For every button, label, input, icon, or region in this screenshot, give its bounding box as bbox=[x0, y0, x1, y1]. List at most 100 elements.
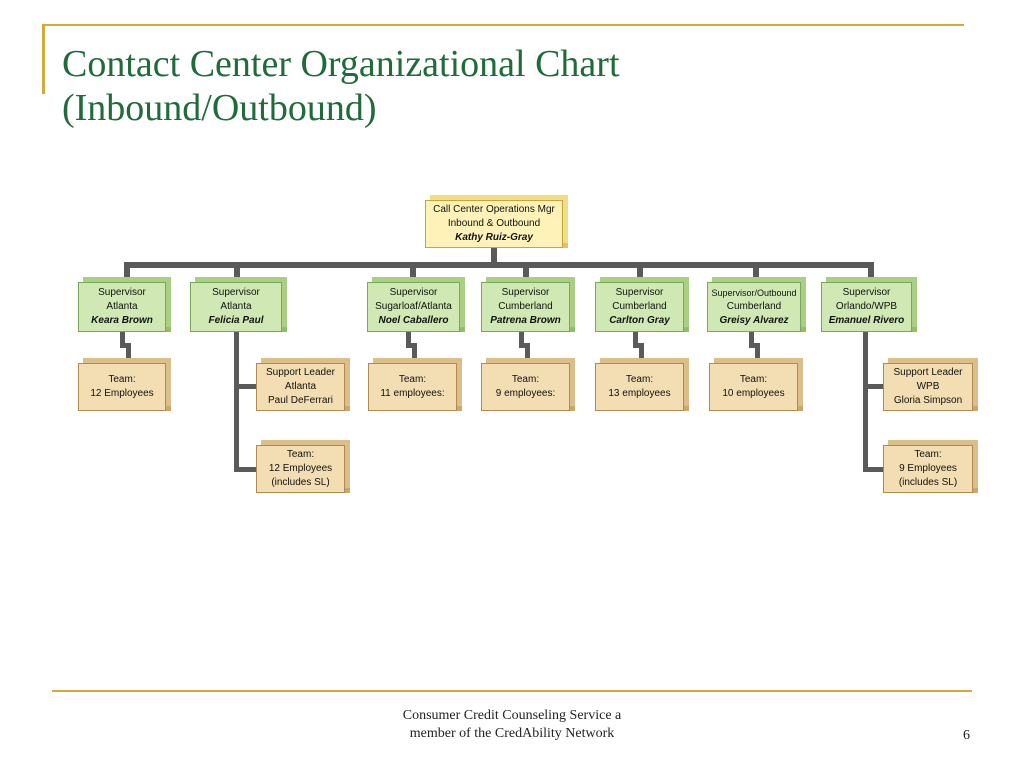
connector-branch-right-vertical bbox=[863, 332, 868, 472]
support-leader-box: Support Leader Atlanta Paul DeFerrari bbox=[256, 363, 345, 411]
sub-team-note: (includes SL) bbox=[898, 477, 958, 488]
slide-title: Contact Center Organizational Chart (Inb… bbox=[62, 42, 962, 130]
sub-team-box: Team: 9 Employees (includes SL) bbox=[883, 445, 973, 493]
support-leader-box: Support Leader WPB Gloria Simpson bbox=[883, 363, 973, 411]
supervisor-name: Noel Caballero bbox=[378, 315, 449, 326]
connector-branch-left-sl bbox=[234, 384, 256, 389]
connector-drop-3 bbox=[410, 262, 416, 282]
supervisor-name: Greisy Alvarez bbox=[719, 315, 789, 326]
team-box: Team: 9 employees: bbox=[481, 363, 570, 411]
connector-team-6b bbox=[749, 343, 760, 348]
team-label: Team: bbox=[108, 374, 136, 385]
connector-team-1b bbox=[120, 343, 131, 348]
manager-scope: Inbound & Outbound bbox=[447, 218, 541, 229]
supervisor-box: Supervisor Orlando/WPB Emanuel Rivero bbox=[821, 282, 912, 332]
team-label: Team: bbox=[625, 374, 654, 385]
supervisor-box: Supervisor Atlanta Felicia Paul bbox=[190, 282, 282, 332]
support-leader-name: Paul DeFerrari bbox=[267, 395, 334, 406]
supervisor-name: Patrena Brown bbox=[490, 315, 561, 326]
connector-team-1c bbox=[126, 343, 131, 363]
connector-drop-1 bbox=[124, 262, 130, 282]
left-accent-line bbox=[42, 24, 45, 94]
team-size: 11 employees: bbox=[380, 388, 445, 399]
footer-line-2: member of the CredAbility Network bbox=[409, 726, 615, 741]
supervisor-location: Cumberland bbox=[612, 301, 667, 312]
team-size: 9 employees: bbox=[495, 388, 556, 399]
supervisor-role: Supervisor bbox=[615, 287, 664, 298]
support-leader-location: WPB bbox=[916, 381, 940, 392]
footer-divider bbox=[52, 690, 972, 692]
supervisor-box: Supervisor Cumberland Carlton Gray bbox=[595, 282, 684, 332]
slide-title-line-2: (Inbound/Outbound) bbox=[62, 87, 377, 129]
support-leader-name: Gloria Simpson bbox=[893, 395, 963, 406]
team-size: 13 employees bbox=[608, 388, 671, 399]
supervisor-box: Supervisor Atlanta Keara Brown bbox=[78, 282, 166, 332]
connector-team-5b bbox=[633, 343, 644, 348]
connector-team-6a bbox=[749, 332, 754, 346]
supervisor-role: Supervisor bbox=[98, 287, 146, 298]
team-size: 12 Employees bbox=[90, 388, 154, 399]
supervisor-role: Supervisor bbox=[389, 287, 438, 298]
connector-team-4c bbox=[525, 343, 530, 363]
page-number: 6 bbox=[963, 728, 970, 743]
support-leader-role: Support Leader bbox=[893, 367, 963, 378]
support-leader-role: Support Leader bbox=[266, 367, 335, 378]
team-size: 10 employees bbox=[722, 388, 785, 399]
sub-team-label: Team: bbox=[914, 449, 942, 460]
connector-branch-right-sl bbox=[863, 384, 883, 389]
sub-team-label: Team: bbox=[286, 449, 315, 460]
connector-manager-down bbox=[491, 248, 497, 267]
supervisor-location: Atlanta bbox=[220, 301, 252, 312]
connector-drop-2 bbox=[234, 262, 240, 282]
supervisor-role: Supervisor bbox=[501, 287, 550, 298]
supervisor-location: Cumberland bbox=[726, 301, 782, 312]
supervisor-location: Cumberland bbox=[498, 301, 553, 312]
connector-drop-5 bbox=[637, 262, 643, 282]
footer-line-1: Consumer Credit Counseling Service a bbox=[402, 708, 622, 723]
top-accent-line bbox=[42, 24, 964, 26]
supervisor-box: Supervisor Cumberland Patrena Brown bbox=[481, 282, 570, 332]
connector-team-4b bbox=[519, 343, 530, 348]
support-leader-location: Atlanta bbox=[284, 381, 317, 392]
connector-branch-right-team bbox=[863, 467, 883, 472]
sub-team-size: 9 Employees bbox=[899, 463, 957, 474]
supervisor-box: Supervisor/Outbound Cumberland Greisy Al… bbox=[707, 282, 801, 332]
sub-team-size: 12 Employees bbox=[268, 463, 333, 474]
supervisor-name: Emanuel Rivero bbox=[828, 315, 905, 326]
supervisor-name: Felicia Paul bbox=[208, 315, 264, 326]
slide-title-line-1: Contact Center Organizational Chart bbox=[62, 43, 620, 85]
team-box: Team: 10 employees bbox=[709, 363, 798, 411]
team-label: Team: bbox=[511, 374, 540, 385]
team-label: Team: bbox=[739, 374, 768, 385]
team-label: Team: bbox=[398, 374, 427, 385]
connector-branch-left-team bbox=[234, 467, 256, 472]
supervisor-location: Orlando/WPB bbox=[835, 301, 898, 312]
connector-drop-4 bbox=[523, 262, 529, 282]
connector-team-5c bbox=[639, 343, 644, 363]
team-box: Team: 13 employees bbox=[595, 363, 684, 411]
supervisor-box: Supervisor Sugarloaf/Atlanta Noel Caball… bbox=[367, 282, 460, 332]
footer-text: Consumer Credit Counseling Service a mem… bbox=[312, 707, 712, 743]
supervisor-role: Supervisor bbox=[842, 287, 891, 298]
connector-horizontal-bar bbox=[124, 262, 874, 268]
sub-team-note: (includes SL) bbox=[271, 477, 330, 488]
connector-drop-6 bbox=[753, 262, 759, 282]
connector-team-1a bbox=[120, 332, 125, 346]
supervisor-location: Atlanta bbox=[106, 301, 138, 312]
connector-drop-7 bbox=[868, 262, 874, 282]
supervisor-role: Supervisor/Outbound bbox=[711, 288, 797, 298]
team-box: Team: 12 Employees bbox=[78, 363, 166, 411]
connector-team-4a bbox=[519, 332, 524, 346]
connector-team-6c bbox=[755, 343, 760, 363]
manager-title: Call Center Operations Mgr bbox=[433, 204, 555, 215]
connector-team-3b bbox=[406, 343, 417, 348]
connector-team-3a bbox=[406, 332, 411, 346]
supervisor-role: Supervisor bbox=[212, 287, 260, 298]
manager-name: Kathy Ruiz-Gray bbox=[455, 232, 533, 243]
supervisor-name: Carlton Gray bbox=[609, 315, 670, 326]
connector-team-5a bbox=[633, 332, 638, 346]
team-box: Team: 11 employees: bbox=[368, 363, 457, 411]
supervisor-name: Keara Brown bbox=[91, 315, 153, 326]
connector-team-3c bbox=[412, 343, 417, 363]
